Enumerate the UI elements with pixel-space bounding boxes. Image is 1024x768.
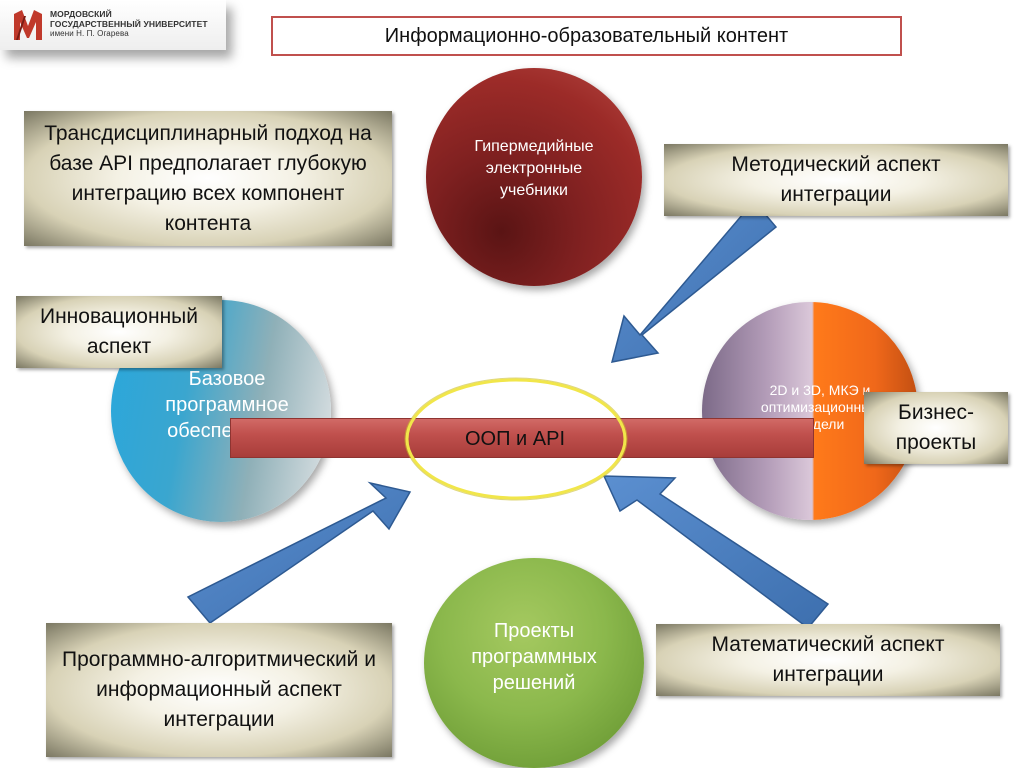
box-innovative-text: Инновационный аспект (39, 305, 199, 358)
university-emblem-icon (14, 10, 42, 40)
box-mathematical: Математический аспект интеграции (656, 624, 1000, 696)
box-transdisciplinary: Трансдисциплинарный подход на базе API п… (24, 111, 392, 246)
box-business: Бизнес-проекты (864, 392, 1008, 464)
circle-software-projects: Проекты программных решений (424, 558, 644, 768)
arrow-methodical-icon (610, 199, 778, 363)
arrow-mathematical-icon (602, 475, 830, 630)
university-logo: МОРДОВСКИЙ ГОСУДАРСТВЕННЫЙ УНИВЕРСИТЕТ и… (0, 0, 226, 50)
central-bar (230, 418, 814, 458)
logo-line-2: ГОСУДАРСТВЕННЫЙ УНИВЕРСИТЕТ (50, 19, 208, 29)
circle-hypermedia-textbooks: Гипермедийные электронные учебники (426, 68, 642, 286)
box-methodical-text: Методический аспект интеграции (731, 153, 941, 206)
box-innovative: Инновационный аспект (16, 296, 222, 368)
circle-models-label: 2D и 3D, МКЭ и оптимизационные модели (760, 381, 880, 432)
box-transdisciplinary-text: Трансдисциплинарный подход на базе API п… (44, 121, 372, 235)
page-title: Информационно-образовательный контент (271, 16, 902, 56)
center-label: ООП и API (464, 427, 565, 450)
circle-software-projects-label: Проекты программных решений (471, 620, 597, 694)
box-methodical: Методический аспект интеграции (664, 144, 1008, 216)
box-algorithmic: Программно-алгоритмический и информацион… (46, 623, 392, 757)
box-business-text: Бизнес-проекты (895, 401, 977, 454)
logo-line-1: МОРДОВСКИЙ (50, 9, 112, 19)
arrow-algorithmic-icon (186, 481, 412, 625)
university-name: МОРДОВСКИЙ ГОСУДАРСТВЕННЫЙ УНИВЕРСИТЕТ и… (50, 9, 208, 39)
logo-line-3: имени Н. П. Огарева (50, 29, 129, 38)
box-algorithmic-text: Программно-алгоритмический и информацион… (62, 648, 376, 731)
circle-hypermedia-label: Гипермедийные электронные учебники (474, 138, 594, 199)
box-mathematical-text: Математический аспект интеграции (711, 633, 945, 686)
center-ellipse (405, 378, 627, 500)
